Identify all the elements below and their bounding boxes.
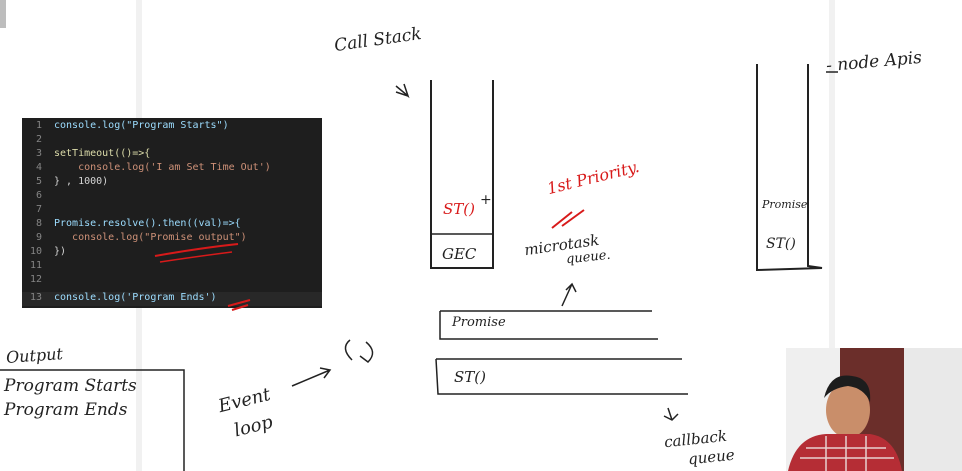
line-number: 3 xyxy=(35,148,42,159)
line-number: 10 xyxy=(29,246,42,257)
event-loop-arrow-icon xyxy=(291,367,332,387)
red-underline xyxy=(154,243,239,257)
line-number: 2 xyxy=(35,134,42,145)
line-number: 6 xyxy=(35,190,42,201)
output-title: Output xyxy=(5,344,64,367)
microtask-queue-box xyxy=(439,310,658,340)
node-apis-column xyxy=(756,64,823,272)
presenter-webcam xyxy=(786,348,962,471)
code-line: }) xyxy=(54,246,67,257)
cycle-icon xyxy=(344,339,374,363)
code-line: setTimeout(()=>{ xyxy=(54,148,151,159)
callback-queue-box xyxy=(435,358,688,395)
line-number: 9 xyxy=(35,232,42,243)
red-tick xyxy=(227,299,251,311)
up-arrow-icon xyxy=(561,282,577,307)
arrow-down-icon xyxy=(395,83,410,99)
corner-tab xyxy=(0,0,6,28)
down-arrow-icon xyxy=(663,407,679,421)
priority-arrow-icon xyxy=(551,209,585,229)
code-snippet: 1 console.log("Program Starts") 2 3 setTim… xyxy=(22,118,322,308)
node-item-promise: Promise xyxy=(762,198,808,211)
presenter-avatar xyxy=(786,348,962,471)
line-number: 5 xyxy=(35,176,42,187)
code-line: console.log('Program Ends') xyxy=(54,292,217,303)
line-number: 8 xyxy=(35,218,42,229)
line-number: 7 xyxy=(35,204,42,215)
output-line-1: Program Starts xyxy=(4,376,137,396)
output-box xyxy=(0,369,185,471)
line-number: 12 xyxy=(29,274,42,285)
line-number: 13 xyxy=(29,292,42,303)
stack-item-st: ST() xyxy=(443,200,475,218)
code-line: console.log('I am Set Time Out') xyxy=(54,162,271,173)
node-item-st: ST() xyxy=(766,236,796,252)
stack-item-gec: GEC xyxy=(442,245,477,263)
red-underline-2 xyxy=(159,251,233,263)
stack-plus: + xyxy=(480,192,492,208)
line-number: 4 xyxy=(35,162,42,173)
code-line: Promise.resolve().then((val)=>{ xyxy=(54,218,241,229)
code-line: console.log("Promise output") xyxy=(54,232,247,243)
call-stack-column xyxy=(430,80,494,269)
output-line-2: Program Ends xyxy=(4,400,128,420)
callback-item-st: ST() xyxy=(454,368,486,386)
code-line: } , 1000) xyxy=(54,176,109,187)
code-line: console.log("Program Starts") xyxy=(54,120,229,131)
line-number: 1 xyxy=(35,120,42,131)
microtask-item-promise: Promise xyxy=(452,315,506,330)
page-guide-right xyxy=(829,0,835,471)
line-number: 11 xyxy=(29,260,42,271)
